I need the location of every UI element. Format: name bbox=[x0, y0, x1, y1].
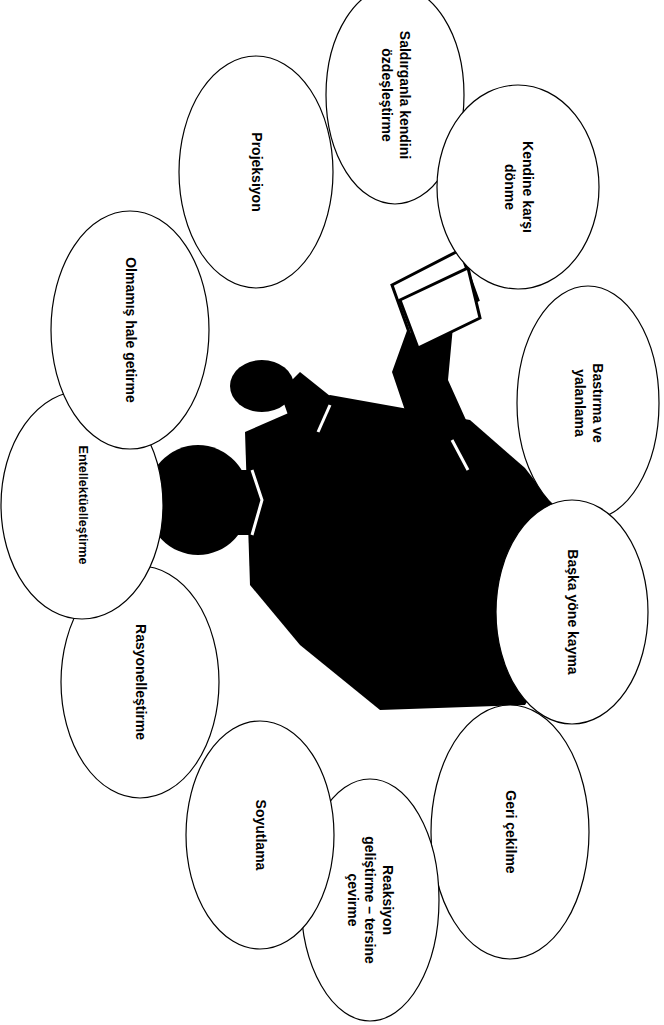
mechanism-ellipse: Olmamış hale getirme bbox=[50, 210, 210, 450]
mechanism-ellipse: Bastırma ve yalanlama bbox=[516, 285, 660, 521]
mechanism-label: Bastırma ve yalanlama bbox=[571, 348, 606, 458]
mechanism-label: Başka yöne kayma bbox=[563, 522, 581, 702]
mechanism-label: Entellektüelleştirme bbox=[74, 410, 90, 600]
mechanism-label: Rasyonelleştirme bbox=[131, 592, 149, 772]
mechanism-label: Geri çekilme bbox=[501, 742, 519, 922]
mechanism-ellipse: Projeksiyon bbox=[178, 55, 334, 289]
mechanism-label: Kendine karşı dönme bbox=[501, 127, 536, 247]
mechanism-label: Projeksiyon bbox=[247, 87, 265, 257]
mechanism-ellipse: Soyutlama bbox=[185, 720, 335, 950]
mechanism-label: Soyutlama bbox=[251, 750, 269, 920]
mechanism-label: Olmamış hale getirme bbox=[121, 235, 139, 425]
mechanism-label: Reaksiyon geliştirme – tersine çevirme bbox=[344, 835, 397, 965]
mechanism-ellipse: Kendine karşı dönme bbox=[436, 84, 600, 290]
mechanism-ellipse: Geri çekilme bbox=[430, 704, 590, 960]
mechanism-label: Saldırganla kendini özdeşleştirme bbox=[378, 20, 413, 170]
mechanism-ellipse: Başka yöne kayma bbox=[495, 499, 649, 725]
